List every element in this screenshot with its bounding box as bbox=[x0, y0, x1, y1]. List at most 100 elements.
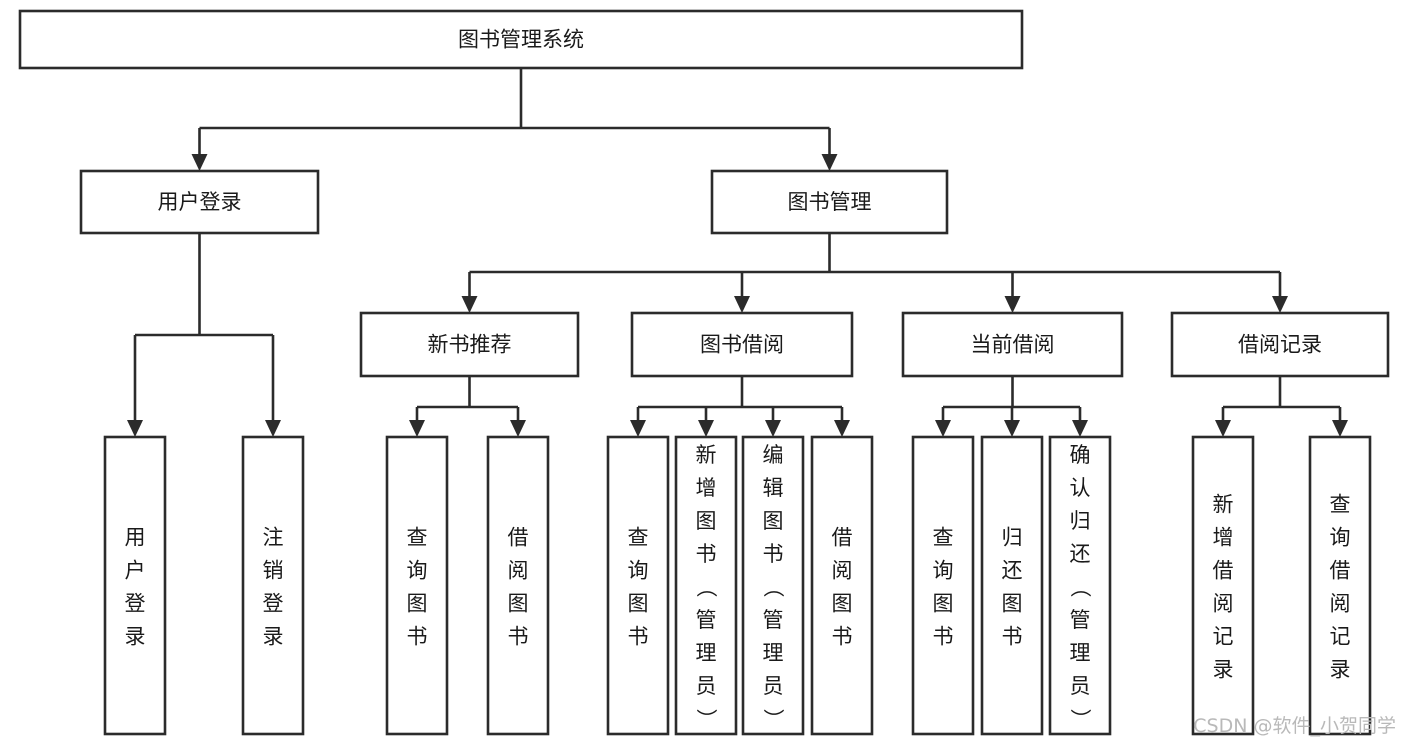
node-box-leaf-borrow-books-borrow bbox=[810, 435, 874, 736]
node-label-char: 登 bbox=[263, 592, 284, 616]
node-box-book-borrow bbox=[630, 311, 854, 378]
node-borrow-record[interactable]: 借阅记录 bbox=[1170, 311, 1390, 378]
node-label-char: 书 bbox=[933, 625, 954, 649]
borrow-record-arrow-0 bbox=[1215, 420, 1231, 437]
node-label-char: 认 bbox=[1070, 476, 1091, 500]
user-login-arrow-0 bbox=[127, 420, 143, 437]
book-management-arrow-2 bbox=[1004, 296, 1021, 313]
book-management-arrow-0 bbox=[461, 296, 478, 313]
node-label-root: 图书管理系统 bbox=[458, 28, 584, 52]
node-label-char: 户 bbox=[125, 559, 146, 583]
node-box-borrow-record bbox=[1170, 311, 1390, 378]
csdn-watermark: CSDN @软件_小贺同学 bbox=[1193, 715, 1396, 737]
node-leaf-user-login[interactable]: 用户登录 bbox=[103, 435, 167, 736]
node-label-char: 还 bbox=[1002, 559, 1023, 583]
node-label-char: 登 bbox=[125, 592, 146, 616]
node-label-char: 录 bbox=[125, 625, 146, 649]
node-current-borrow[interactable]: 当前借阅 bbox=[901, 311, 1124, 378]
node-label-char: 员 bbox=[763, 674, 784, 698]
node-label-char: 图 bbox=[696, 509, 717, 533]
node-label-char: 记 bbox=[1330, 625, 1351, 649]
node-label-borrow-record: 借阅记录 bbox=[1238, 333, 1322, 357]
node-label-char: 管 bbox=[763, 608, 784, 632]
new-book-recommend-arrow-1 bbox=[510, 420, 526, 437]
node-label-char: 确 bbox=[1070, 443, 1091, 467]
node-label-char: 阅 bbox=[832, 559, 853, 583]
node-box-leaf-edit-book-admin bbox=[741, 435, 805, 736]
current-borrow-arrow-1 bbox=[1004, 420, 1020, 437]
node-label-book-management: 图书管理 bbox=[788, 190, 872, 214]
node-label-char: 员 bbox=[696, 674, 717, 698]
node-box-leaf-borrow-books-recommend bbox=[486, 435, 550, 736]
node-box-leaf-query-books-current bbox=[911, 435, 975, 736]
node-label-char: 询 bbox=[407, 559, 428, 583]
node-box-leaf-add-borrow-record bbox=[1191, 435, 1255, 736]
node-label-char: 辑 bbox=[763, 476, 784, 500]
node-label-char: 图 bbox=[832, 592, 853, 616]
node-label-char: 归 bbox=[1070, 509, 1091, 533]
node-label-char: 书 bbox=[508, 625, 529, 649]
node-box-leaf-logout bbox=[241, 435, 305, 736]
node-label-char: 注 bbox=[263, 526, 284, 550]
node-label-char: 用 bbox=[125, 526, 146, 550]
current-borrow-arrow-2 bbox=[1072, 420, 1088, 437]
node-label-book-borrow: 图书借阅 bbox=[700, 333, 784, 357]
node-label-char: 图 bbox=[1002, 592, 1023, 616]
borrow-record-arrow-1 bbox=[1332, 420, 1348, 437]
node-book-borrow[interactable]: 图书借阅 bbox=[630, 311, 854, 378]
node-label-char: 录 bbox=[263, 625, 284, 649]
node-label-char: 管 bbox=[1070, 608, 1091, 632]
node-label-char: 查 bbox=[628, 526, 649, 550]
node-label-char: （ bbox=[1068, 577, 1092, 598]
node-label-char: 销 bbox=[263, 559, 284, 583]
node-label-char: 询 bbox=[933, 559, 954, 583]
node-label-char: 记 bbox=[1213, 625, 1234, 649]
node-label-char: 书 bbox=[832, 625, 853, 649]
node-label-char: 书 bbox=[763, 542, 784, 566]
node-book-management[interactable]: 图书管理 bbox=[710, 169, 949, 235]
node-box-new-book-recommend bbox=[359, 311, 580, 378]
node-label-char: 理 bbox=[1070, 641, 1091, 665]
node-box-book-management bbox=[710, 169, 949, 235]
node-label-new-book-recommend: 新书推荐 bbox=[428, 333, 512, 357]
node-box-root bbox=[18, 9, 1024, 70]
node-root[interactable]: 图书管理系统 bbox=[18, 9, 1024, 70]
node-label-char: 借 bbox=[832, 526, 853, 550]
node-label-char: 书 bbox=[628, 625, 649, 649]
node-user-login[interactable]: 用户登录 bbox=[79, 169, 320, 235]
node-label-user-login: 用户登录 bbox=[158, 190, 242, 214]
node-label-char: 阅 bbox=[1330, 592, 1351, 616]
root-arrow-0 bbox=[191, 154, 208, 171]
node-label-char: 理 bbox=[763, 641, 784, 665]
node-label-char: 理 bbox=[696, 641, 717, 665]
user-login-arrow-1 bbox=[265, 420, 281, 437]
node-label-char: 图 bbox=[933, 592, 954, 616]
node-label-current-borrow: 当前借阅 bbox=[971, 333, 1055, 357]
node-label-char: 增 bbox=[1213, 526, 1234, 550]
node-label-char: 录 bbox=[1330, 658, 1351, 682]
node-new-book-recommend[interactable]: 新书推荐 bbox=[359, 311, 580, 378]
current-borrow-arrow-0 bbox=[935, 420, 951, 437]
node-label-char: 图 bbox=[763, 509, 784, 533]
node-label-char: 管 bbox=[696, 608, 717, 632]
node-label-char: （ bbox=[694, 577, 718, 598]
book-management-arrow-3 bbox=[1272, 296, 1288, 313]
node-box-leaf-user-login bbox=[103, 435, 167, 736]
node-label-char: ） bbox=[761, 709, 785, 730]
new-book-recommend-arrow-0 bbox=[409, 420, 425, 437]
node-box-leaf-query-books-borrow bbox=[606, 435, 670, 736]
